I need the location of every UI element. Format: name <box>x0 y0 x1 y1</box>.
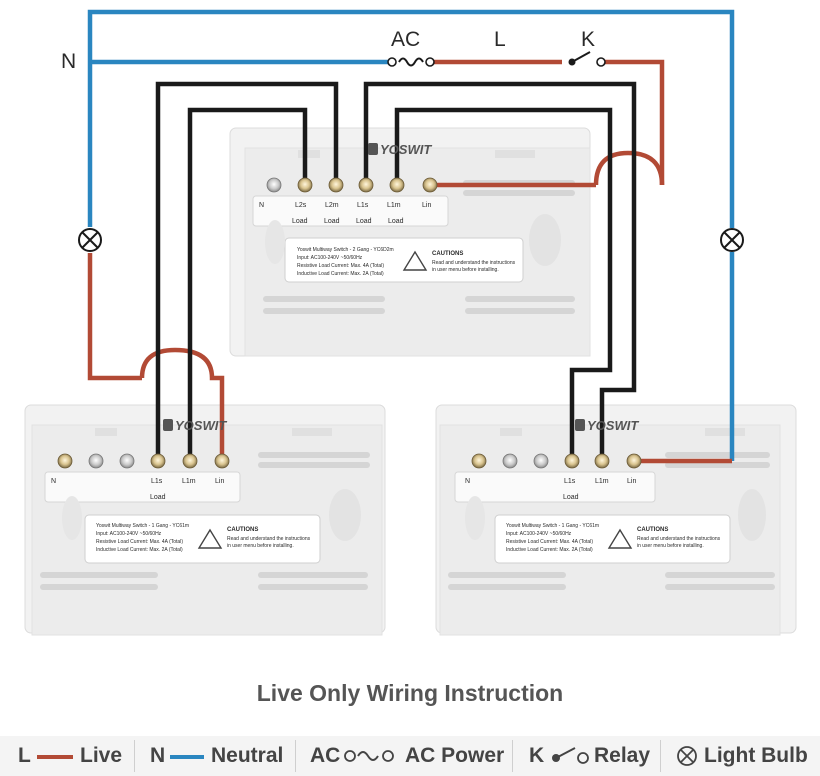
switch-panel-top <box>229 127 591 357</box>
legend-live-label: Live <box>80 744 123 767</box>
relay-switch <box>568 51 606 67</box>
terminals-top <box>266 177 438 193</box>
load-label: Load <box>150 494 166 501</box>
load-label: Load <box>388 218 404 225</box>
terminal-label: Lin <box>422 202 432 209</box>
relay-label: K <box>581 28 596 51</box>
terminal-label: L2m <box>325 202 339 209</box>
legend-neutral-swatch <box>170 755 204 759</box>
neutral-label: N <box>61 50 77 73</box>
legend-divider <box>134 740 135 772</box>
legend-live-swatch <box>37 755 73 759</box>
legend-divider <box>512 740 513 772</box>
brand-logo: YOSWIT <box>175 418 227 433</box>
terminals-right <box>471 453 642 469</box>
terminal-label: L1m <box>595 478 609 485</box>
legend-ac-key: AC <box>310 744 341 767</box>
load-label: Load <box>356 218 372 225</box>
legend <box>0 736 820 776</box>
legend-neutral-label: Neutral <box>211 744 284 767</box>
legend-live-key: L <box>18 744 31 767</box>
live-label: L <box>494 28 506 51</box>
light-bulb-icon <box>78 228 102 252</box>
caution-title: CAUTIONS <box>637 527 669 533</box>
caution-title: CAUTIONS <box>227 527 259 533</box>
brand-logo: YOSWIT <box>380 142 432 157</box>
ac-label: AC <box>391 28 421 51</box>
terminal-label: L1m <box>387 202 401 209</box>
spec-info: Yoswit Multiway Switch - 2 Gang - YC6D2m… <box>297 247 394 277</box>
terminal-label: L1s <box>151 478 163 485</box>
neutral-wire <box>87 9 735 461</box>
legend-divider <box>295 740 296 772</box>
legend-divider <box>660 740 661 772</box>
legend-relay-key: K <box>529 744 545 767</box>
brand-logo: YOSWIT <box>587 418 639 433</box>
terminal-label: Lin <box>215 478 225 485</box>
ac-symbol <box>387 57 435 67</box>
legend-light-bulb-icon <box>677 746 697 766</box>
legend-relay-symbol-icon <box>552 747 589 764</box>
terminal-label: L1s <box>357 202 369 209</box>
live-wire <box>87 59 732 464</box>
terminal-label: L2s <box>295 202 307 209</box>
terminal-label: N <box>51 478 57 485</box>
terminal-label: N <box>465 478 471 485</box>
switch-panel-left <box>24 404 386 636</box>
terminal-label: Lin <box>627 478 637 485</box>
terminal-label: N <box>259 202 265 209</box>
terminal-label: L1m <box>182 478 196 485</box>
terminals-left <box>57 453 230 469</box>
caution-title: CAUTIONS <box>432 251 464 257</box>
terminal-label: L1s <box>564 478 576 485</box>
load-label: Load <box>292 218 308 225</box>
light-bulb-icon <box>720 228 744 252</box>
load-label: Load <box>324 218 340 225</box>
legend-relay-label: Relay <box>594 744 651 767</box>
warning-icon <box>197 250 633 549</box>
legend-ac-symbol-icon <box>344 750 394 762</box>
legend-ac-label: AC Power <box>405 744 505 767</box>
diagram-title: Live Only Wiring Instruction <box>256 680 564 706</box>
black-wires <box>155 81 637 461</box>
legend-bulb-label: Light Bulb <box>704 744 808 767</box>
switch-panel-right <box>435 404 797 636</box>
load-label: Load <box>563 494 579 501</box>
legend-neutral-key: N <box>150 744 166 767</box>
brand-logo-icon <box>163 143 585 431</box>
